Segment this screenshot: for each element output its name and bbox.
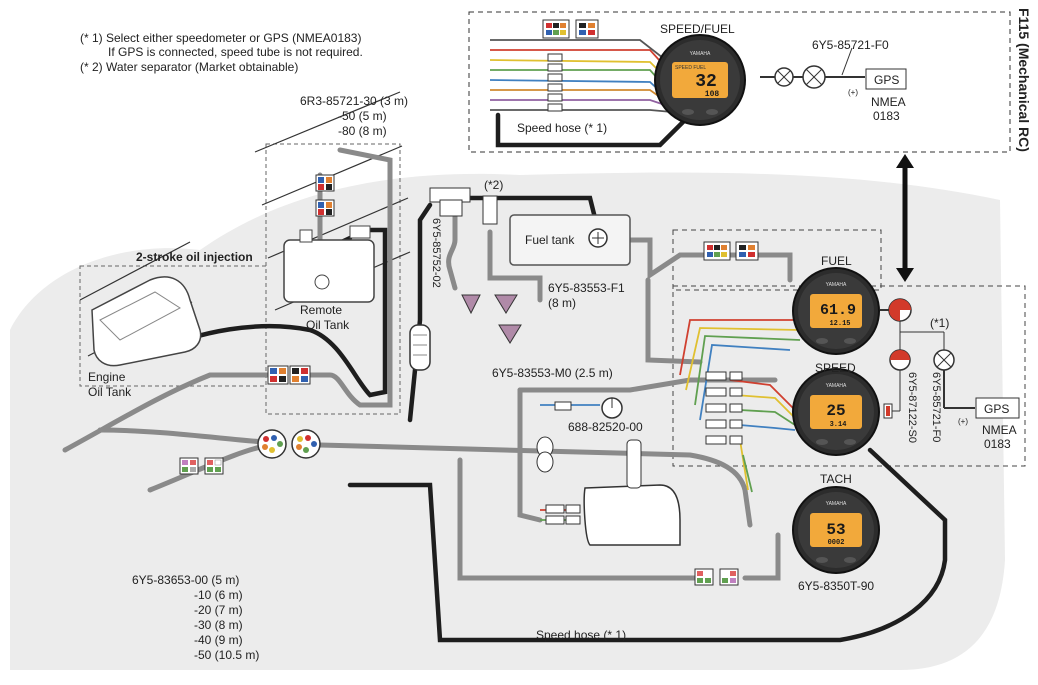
tach-title: TACH xyxy=(820,472,852,486)
main-harness-line5: -40 (9 m) xyxy=(194,633,243,647)
gray-hoses xyxy=(62,147,793,581)
connector-blocks xyxy=(179,19,759,586)
gps-right-plus: (+) xyxy=(958,417,968,426)
note-2: (* 2) Water separator (Market obtainable… xyxy=(80,60,299,74)
fuel-filter-parts xyxy=(409,187,522,371)
gps-top-nmea-line2: 0183 xyxy=(873,109,900,123)
main-harness-line3: -20 (7 m) xyxy=(194,603,243,617)
fuel-sub-readout: 12.15 xyxy=(829,320,850,328)
gps-right-part-85721: 6Y5-85721-F0 xyxy=(930,372,942,443)
gps-top-part: 6Y5-85721-F0 xyxy=(812,38,889,52)
boat-silhouette xyxy=(10,172,1005,670)
gps-right-nmea-line1: NMEA xyxy=(982,423,1017,437)
part-6y5-85752: 6Y5-85752-02 xyxy=(430,218,442,288)
main-harness-line4: -30 (8 m) xyxy=(194,618,243,632)
gps-top-label: GPS xyxy=(874,73,900,87)
gps-right-part-87122: 6Y5-87122-S0 xyxy=(906,372,918,443)
harness-m0: 6Y5-83553-M0 (2.5 m) xyxy=(492,366,613,380)
part-688: 688-82520-00 xyxy=(568,420,643,434)
gps-right-mark: (*1) xyxy=(930,316,950,330)
gauge-speed-fuel xyxy=(654,34,746,126)
main-harness-line2: -10 (6 m) xyxy=(194,588,243,602)
fuel-tank-drawing xyxy=(509,214,631,266)
speed-main-readout: 25 xyxy=(826,402,845,420)
sensor-688 xyxy=(601,397,623,419)
gauge-tach xyxy=(792,486,880,574)
fuel-main-readout: 61.9 xyxy=(820,302,856,319)
harness-f1-line2: (8 m) xyxy=(548,296,576,310)
speed-fuel-main-readout: 32 xyxy=(695,72,717,92)
speed-brand: YAMAHA xyxy=(826,383,847,389)
fuel-brand: YAMAHA xyxy=(826,282,847,288)
harness-f1-line1: 6Y5-83553-F1 xyxy=(548,281,625,295)
engine-oil-tank-line1: Engine xyxy=(88,370,126,384)
main-harness-line1: 6Y5-83653-00 (5 m) xyxy=(132,573,240,587)
note-1-line2: If GPS is connected, speed tube is not r… xyxy=(108,45,363,59)
speed-hose-top-label: Speed hose (* 1) xyxy=(517,121,608,135)
remote-oil-tank-drawing xyxy=(283,225,375,303)
double-arrow xyxy=(896,154,914,282)
fuel-tank-label: Fuel tank xyxy=(525,233,575,247)
gps-right-label: GPS xyxy=(984,402,1010,416)
gauge-fuel xyxy=(792,267,880,355)
gps-top-nmea-line1: NMEA xyxy=(871,95,906,109)
fuel-title: FUEL xyxy=(821,254,852,268)
remote-control-drawing xyxy=(536,436,681,546)
tach-sub-readout: 0002 xyxy=(828,539,845,547)
gps-right-parts xyxy=(880,298,1020,419)
gps-antenna-top xyxy=(760,47,907,90)
speed-fuel-brand: YAMAHA xyxy=(690,51,711,57)
gps-right-nmea-line2: 0183 xyxy=(984,437,1011,451)
gauge-speed xyxy=(792,368,880,456)
side-title: F115 (Mechanical RC) xyxy=(1016,8,1032,152)
tach-part: 6Y5-8350T-90 xyxy=(798,579,875,593)
splice-connectors xyxy=(545,53,743,525)
colored-wires-gauges xyxy=(540,319,801,521)
harness-6r3-line3: -80 (8 m) xyxy=(338,124,387,138)
note-1-line1: (* 1) Select either speedometer or GPS (… xyxy=(80,31,362,45)
oil-injection-label: 2-stroke oil injection xyxy=(136,250,253,264)
water-separator-mark: (*2) xyxy=(484,178,504,192)
harness-6r3-line2: -50 (5 m) xyxy=(338,109,387,123)
remote-oil-tank-line2: Oil Tank xyxy=(306,318,350,332)
tach-brand: YAMAHA xyxy=(826,501,847,507)
harness-6r3-line1: 6R3-85721-30 (3 m) xyxy=(300,94,409,108)
speed-fuel-sub-readout: 108 xyxy=(705,90,720,99)
round-connectors xyxy=(257,429,321,459)
tach-main-readout: 53 xyxy=(826,521,845,539)
speed-sub-readout: 3.14 xyxy=(830,421,847,429)
gps-top-plus: (+) xyxy=(848,88,858,97)
speed-hose-bottom-label: Speed hose (* 1) xyxy=(536,628,627,642)
speed-fuel-title: SPEED/FUEL xyxy=(660,22,735,36)
speed-fuel-sublabels: SPEED FUEL xyxy=(675,65,706,71)
engine-oil-tank-line2: Oil Tank xyxy=(88,385,132,399)
main-harness-line6: -50 (10.5 m) xyxy=(194,648,260,662)
engine-oil-tank-drawing xyxy=(91,276,202,367)
speed-title: SPEED xyxy=(815,361,856,375)
remote-oil-tank-line1: Remote xyxy=(300,303,343,317)
